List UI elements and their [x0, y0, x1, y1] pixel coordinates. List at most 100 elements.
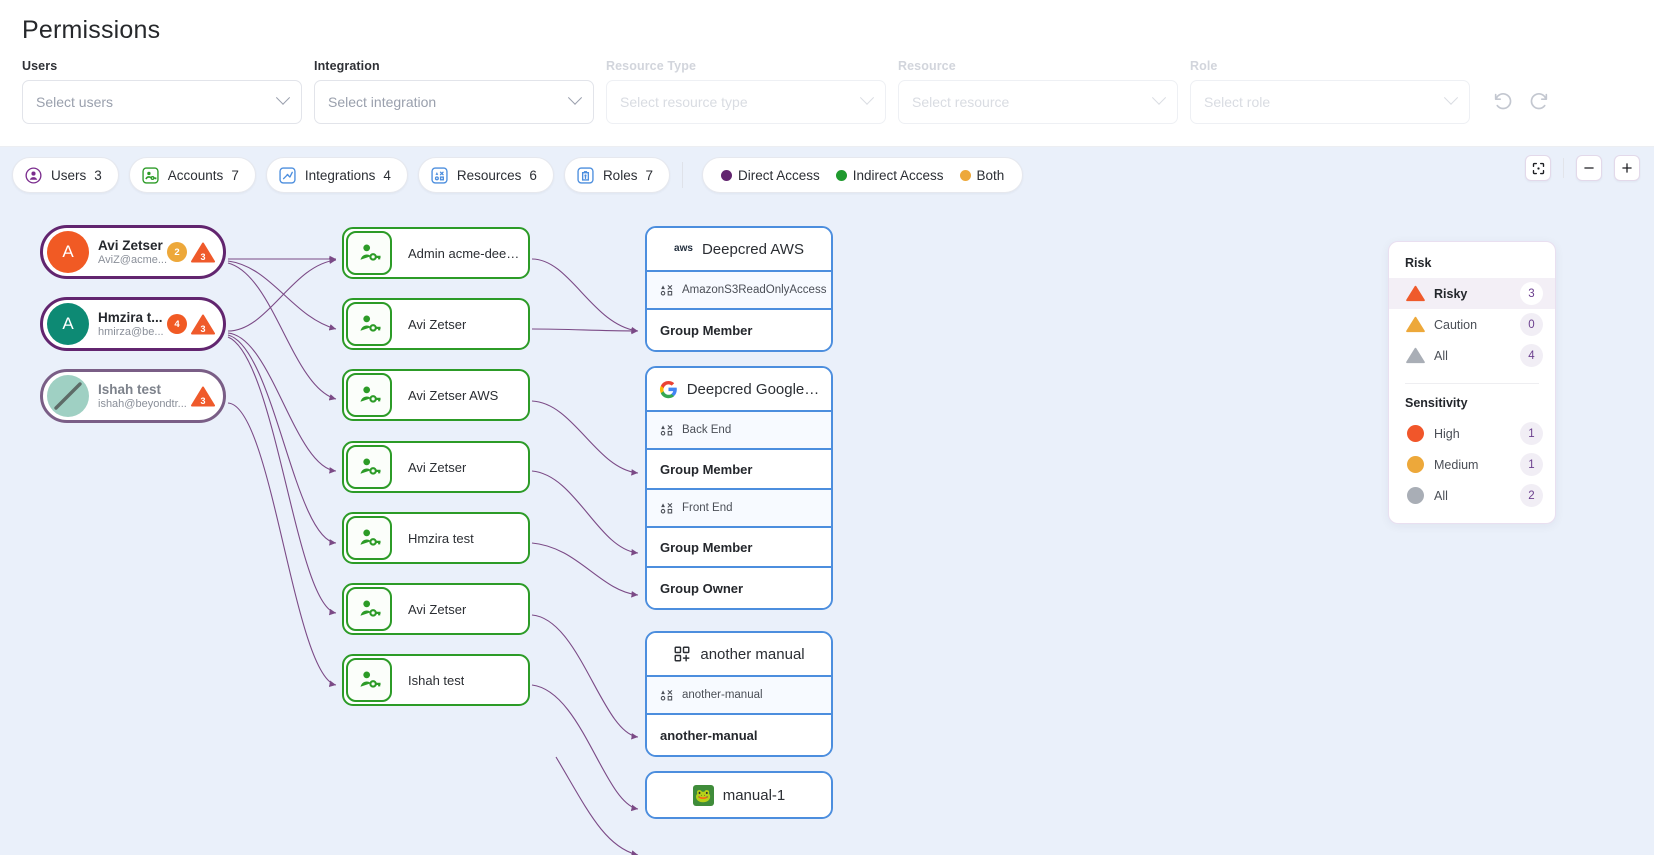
avatar: A — [47, 303, 89, 345]
account-key-icon — [346, 445, 392, 489]
account-label: Hmzira test — [408, 530, 474, 546]
chip-accounts-count: 7 — [231, 167, 239, 183]
role-row[interactable]: another-manual — [647, 715, 831, 755]
sensitivity-filter-all[interactable]: All 2 — [1389, 480, 1555, 511]
chip-accounts[interactable]: Accounts 7 — [128, 157, 256, 193]
account-key-icon — [346, 516, 392, 560]
role-select-placeholder: Select role — [1204, 94, 1271, 110]
chip-users[interactable]: Users 3 — [12, 157, 119, 193]
user-badges: 3 — [191, 386, 223, 407]
sensitivity-badge: 2 — [167, 242, 187, 262]
resource-group-another-manual[interactable]: another manual another-manual another-ma… — [645, 631, 833, 757]
chip-integrations-count: 4 — [383, 167, 391, 183]
role-row[interactable]: Group Owner — [647, 568, 831, 608]
resource-group-header[interactable]: another manual — [647, 633, 831, 677]
fit-view-button[interactable] — [1525, 155, 1551, 181]
account-key-glyph — [360, 458, 381, 475]
sensitivity-filter-medium-label: Medium — [1434, 457, 1479, 472]
users-select-placeholder: Select users — [36, 94, 114, 110]
filter-resource-type: Resource Type Select resource type — [606, 59, 886, 124]
user-node-hmzira-test[interactable]: A Hmzira t... hmirza@be... 4 3 — [40, 297, 226, 351]
zoom-in-button[interactable] — [1614, 155, 1640, 181]
role-label: another-manual — [660, 727, 758, 743]
chip-roles-label: Roles — [602, 167, 638, 183]
account-node[interactable]: Avi Zetser — [342, 583, 530, 635]
user-node-ishah-test[interactable]: Ishah test ishah@beyondtr... 3 — [40, 369, 226, 423]
legend-both-access-label: Both — [976, 167, 1005, 183]
graph-canvas[interactable]: Users 3 Accounts 7 Integrations 4 — [0, 147, 1654, 855]
sensitivity-filter-high[interactable]: High 1 — [1389, 418, 1555, 449]
account-node[interactable]: Hmzira test — [342, 512, 530, 564]
resource-group-deepcred-google[interactable]: Deepcred Google… Back End Group Member — [645, 366, 833, 610]
plus-icon — [1622, 163, 1632, 173]
legend-direct-access-label: Direct Access — [737, 167, 820, 183]
resource-select[interactable]: Select resource — [898, 80, 1178, 124]
account-label: Avi Zetser AWS — [408, 387, 499, 403]
resource-row[interactable]: another-manual — [647, 677, 831, 715]
account-key-icon — [346, 658, 392, 702]
resource-group-title: manual-1 — [722, 786, 786, 804]
sensitivity-filter-medium[interactable]: Medium 1 — [1389, 449, 1555, 480]
risk-filter-all[interactable]: All 4 — [1389, 340, 1555, 371]
account-key-icon — [346, 587, 392, 631]
account-key-glyph — [360, 600, 381, 617]
risk-badge: 3 — [191, 386, 215, 407]
chip-users-label: Users — [51, 167, 87, 183]
redo-icon[interactable] — [1528, 90, 1550, 112]
risk-triangle-icon — [191, 314, 215, 334]
user-email: ishah@beyondtr... — [98, 398, 187, 410]
medium-sensitivity-dot-icon — [1405, 456, 1425, 473]
disabled-slash-icon — [54, 382, 82, 410]
sensitivity-badge: 4 — [167, 314, 187, 334]
account-label: Avi Zetser — [408, 459, 467, 475]
integration-select-placeholder: Select integration — [328, 94, 437, 110]
account-key-glyph — [360, 529, 381, 546]
risk-filter-caution[interactable]: Caution 0 — [1389, 309, 1555, 340]
risk-badge: 3 — [191, 314, 215, 335]
undo-icon[interactable] — [1492, 90, 1514, 112]
resource-row[interactable]: Back End — [647, 412, 831, 450]
integration-select[interactable]: Select integration — [314, 80, 594, 124]
account-node[interactable]: Admin acme-dee… — [342, 227, 530, 279]
role-row[interactable]: Group Member — [647, 450, 831, 490]
user-name: Ishah test — [98, 382, 162, 397]
resource-group-header[interactable]: 🐸 manual-1 — [647, 773, 831, 817]
resource-label: Front End — [682, 502, 733, 514]
resource-group-manual-1[interactable]: 🐸 manual-1 — [645, 771, 833, 819]
resource-type-select[interactable]: Select resource type — [606, 80, 886, 124]
account-node[interactable]: Avi Zetser AWS — [342, 369, 530, 421]
user-badges: 2 3 — [167, 242, 223, 263]
chevron-down-icon — [1443, 90, 1459, 105]
role-row[interactable]: Group Member — [647, 310, 831, 350]
chip-roles[interactable]: Roles 7 — [563, 157, 670, 193]
zoom-out-button[interactable] — [1576, 155, 1602, 181]
filter-users: Users Select users — [22, 59, 302, 124]
legend-direct-access: Direct Access — [720, 167, 820, 183]
resource-row[interactable]: AmazonS3ReadOnlyAccess — [647, 272, 831, 310]
risk-filter-risky[interactable]: Risky 3 — [1389, 278, 1555, 309]
account-node[interactable]: Avi Zetser — [342, 298, 530, 350]
sensitivity-filter-all-count: 2 — [1520, 484, 1543, 507]
chip-integrations[interactable]: Integrations 4 — [265, 157, 408, 193]
chevron-down-icon — [859, 90, 875, 105]
zoom-controls — [1525, 155, 1640, 181]
resource-row[interactable]: Front End — [647, 490, 831, 528]
role-row[interactable]: Group Member — [647, 528, 831, 568]
risk-section-title: Risk — [1405, 256, 1432, 270]
risky-triangle-icon — [1405, 285, 1425, 302]
google-logo-icon — [659, 380, 677, 398]
user-node-avi-zetser[interactable]: A Avi Zetser AviZ@acme... 2 3 — [40, 225, 226, 279]
account-node[interactable]: Ishah test — [342, 654, 530, 706]
frog-avatar-icon: 🐸 — [692, 784, 714, 806]
role-label: Group Member — [660, 461, 753, 477]
account-node[interactable]: Avi Zetser — [342, 441, 530, 493]
resource-group-header[interactable]: Deepcred Google… — [647, 368, 831, 412]
resource-group-header[interactable]: aws Deepcred AWS — [647, 228, 831, 272]
resource-group-deepcred-aws[interactable]: aws Deepcred AWS AmazonS3ReadOnlyAccess … — [645, 226, 833, 352]
chip-resources[interactable]: Resources 6 — [417, 157, 554, 193]
role-select[interactable]: Select role — [1190, 80, 1470, 124]
users-select[interactable]: Select users — [22, 80, 302, 124]
risk-badge: 3 — [191, 242, 215, 263]
resource-grid-icon — [660, 285, 673, 296]
high-sensitivity-dot-icon — [1405, 425, 1425, 442]
